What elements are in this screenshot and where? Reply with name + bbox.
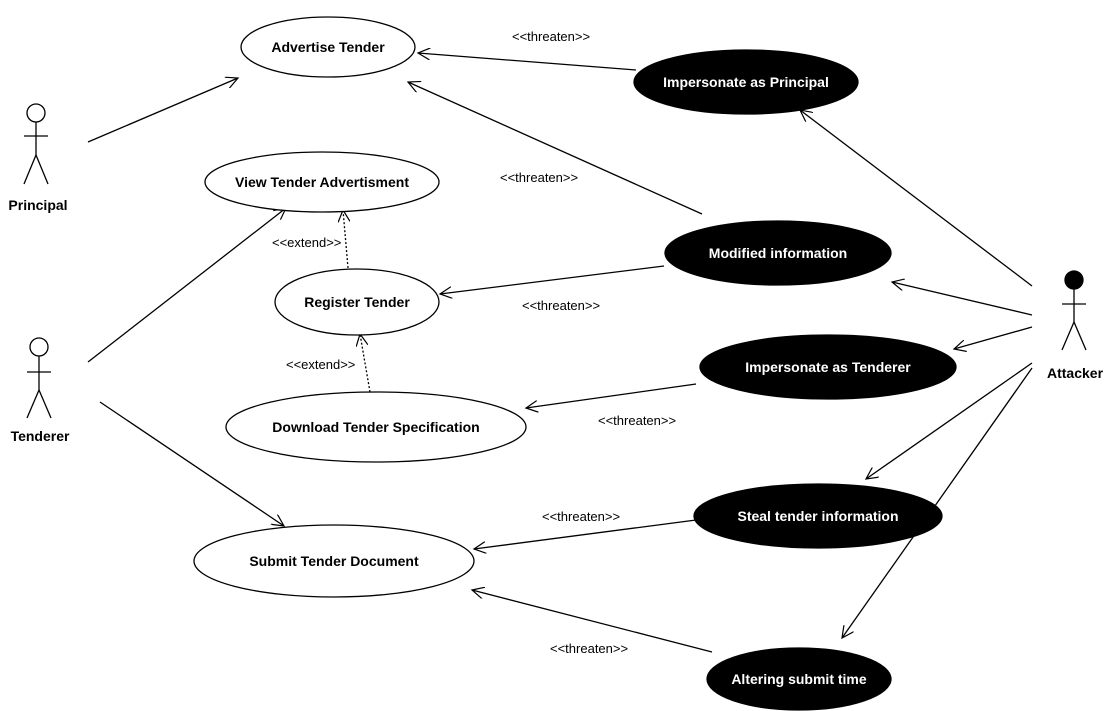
misuse-case-impersonate-principal-label: Impersonate as Principal: [663, 74, 829, 90]
misuse-case-impersonate-tenderer[interactable]: Impersonate as Tenderer: [699, 334, 957, 400]
misuse-case-modified-information-label: Modified information: [709, 245, 847, 261]
extend-label-2: <<extend>>: [286, 357, 355, 372]
use-case-advertise-tender[interactable]: Advertise Tender: [240, 16, 416, 78]
misuse-case-impersonate-tenderer-label: Impersonate as Tenderer: [745, 359, 911, 375]
threaten-label-4: <<threaten>>: [598, 413, 676, 428]
misuse-case-altering-submit-time[interactable]: Altering submit time: [706, 647, 892, 711]
use-case-submit-tender-document-label: Submit Tender Document: [249, 553, 419, 569]
extend-download-register: [360, 334, 371, 393]
threaten-impersonate-principal-advertise: [418, 53, 637, 71]
use-case-view-tender-advertisment-label: View Tender Advertisment: [235, 174, 409, 190]
actor-attacker-head: [1064, 270, 1084, 290]
threaten-label-6: <<threaten>>: [550, 641, 628, 656]
actor-tenderer-head: [29, 337, 49, 357]
threaten-modified-advertise: [408, 82, 703, 215]
association-tenderer-submit: [99, 401, 284, 526]
extend-register-view: [343, 210, 348, 269]
threaten-altering-submit: [472, 590, 713, 653]
actor-tenderer[interactable]: [26, 337, 52, 419]
use-case-register-tender-label: Register Tender: [304, 294, 410, 310]
association-attacker-modified: [892, 282, 1033, 316]
association-tenderer-view: [87, 208, 286, 363]
extend-label-1: <<extend>>: [272, 235, 341, 250]
threaten-impersonate-tenderer-download: [526, 383, 697, 408]
misuse-case-steal-tender-information-label: Steal tender information: [737, 508, 898, 524]
use-case-download-tender-specification[interactable]: Download Tender Specification: [225, 391, 527, 463]
use-case-download-tender-specification-label: Download Tender Specification: [272, 419, 479, 435]
misuse-case-altering-submit-time-label: Altering submit time: [731, 671, 867, 687]
use-case-view-tender-advertisment[interactable]: View Tender Advertisment: [204, 151, 440, 213]
use-case-register-tender[interactable]: Register Tender: [274, 268, 440, 336]
misuse-case-impersonate-principal[interactable]: Impersonate as Principal: [633, 49, 859, 115]
threaten-label-3: <<threaten>>: [522, 298, 600, 313]
actor-attacker-label: Attacker: [1047, 365, 1104, 381]
actor-tenderer-label: Tenderer: [11, 428, 70, 444]
actor-principal[interactable]: [23, 103, 49, 185]
misuse-case-modified-information[interactable]: Modified information: [664, 220, 892, 286]
misuse-case-steal-tender-information[interactable]: Steal tender information: [693, 483, 943, 549]
association-attacker-steal: [866, 362, 1033, 479]
connectors: [87, 53, 1033, 653]
threaten-label-1: <<threaten>>: [512, 29, 590, 44]
association-attacker-impersonate-principal: [800, 110, 1033, 287]
use-case-submit-tender-document[interactable]: Submit Tender Document: [193, 524, 475, 598]
association-principal-advertise: [87, 78, 238, 143]
threaten-steal-submit: [474, 519, 697, 549]
actor-principal-label: Principal: [8, 197, 67, 213]
actor-principal-head: [26, 103, 46, 123]
association-attacker-altering: [842, 367, 1033, 638]
association-attacker-impersonate-tenderer: [954, 326, 1033, 349]
actor-attacker[interactable]: [1061, 270, 1087, 351]
use-case-advertise-tender-label: Advertise Tender: [271, 39, 385, 55]
threaten-label-2: <<threaten>>: [500, 170, 578, 185]
threaten-label-5: <<threaten>>: [542, 509, 620, 524]
threaten-modified-register: [440, 265, 665, 294]
